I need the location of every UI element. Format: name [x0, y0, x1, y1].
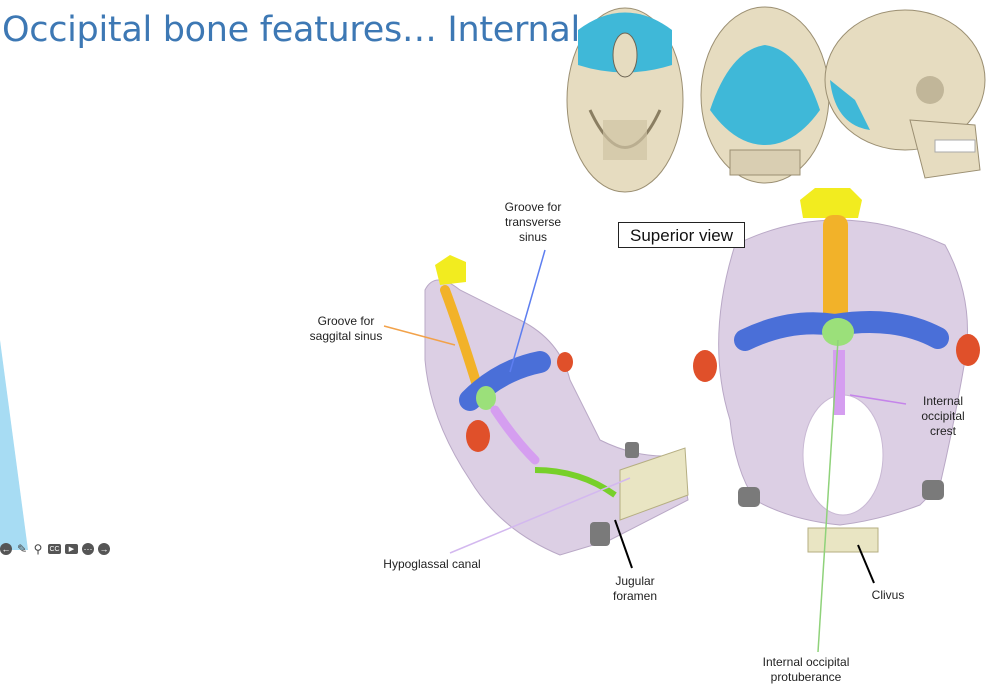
label-hypoglossal-canal: Hypoglassal canal [383, 557, 481, 571]
occipital-bone-superior-view [693, 188, 980, 553]
forward-icon[interactable]: → [98, 543, 110, 555]
more-icon[interactable]: ⋯ [82, 543, 94, 555]
leader-lines [383, 249, 907, 653]
label-groove-transverse-sinus: Groove for transverse sinus [504, 200, 562, 244]
label-groove-saggital-sinus: Groove for saggital sinus [309, 314, 383, 343]
skull-posterior-view-image [700, 6, 830, 184]
slide-title: Occipital bone features… Internal [2, 10, 580, 50]
occipital-bone-oblique-view [424, 255, 689, 556]
label-jugular-foramen: Jugular foramen [612, 574, 658, 603]
pen-icon[interactable]: ✎ [16, 542, 28, 556]
zoom-icon[interactable]: ⚲ [33, 542, 43, 556]
superior-view-label: Superior view [618, 222, 745, 248]
skull-inferior-view-image [566, 7, 684, 193]
slide-edge-decoration [0, 0, 40, 560]
label-clivus: Clivus [871, 588, 905, 602]
skull-lateral-view-image [824, 9, 986, 179]
label-internal-occipital-crest: Internal occipital crest [921, 394, 965, 438]
captions-icon[interactable]: CC [48, 544, 61, 554]
back-icon[interactable]: ← [0, 543, 12, 555]
label-internal-occipital-protuberance: Internal occipital protuberance [762, 655, 850, 684]
presentation-toolbar: ← ✎ ⚲ CC ▶ ⋯ → [0, 543, 110, 555]
video-icon[interactable]: ▶ [65, 544, 78, 554]
